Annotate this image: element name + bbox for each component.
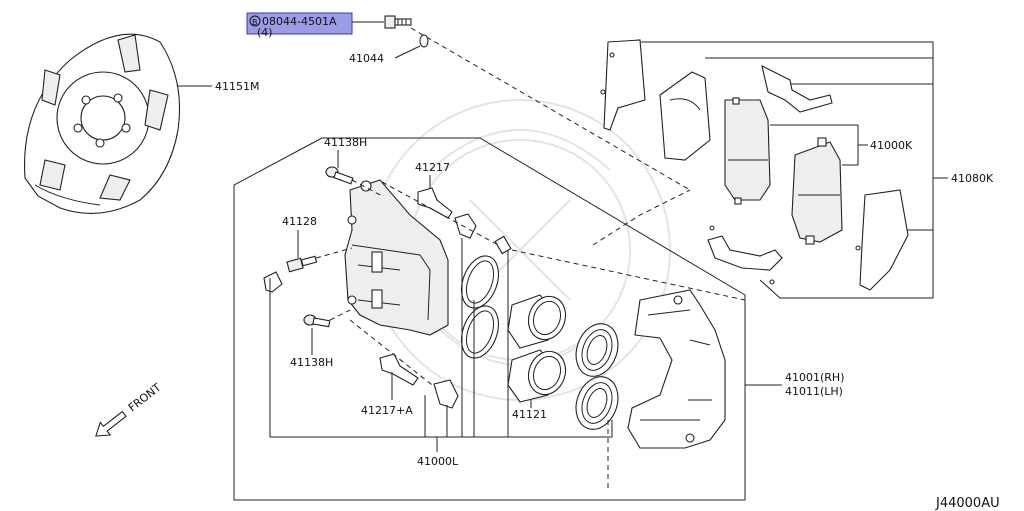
dust-shield[interactable] — [23, 33, 181, 214]
bolt-marker: B — [252, 18, 258, 27]
diagram-code: J44000AU — [935, 496, 1000, 511]
label-41121[interactable]: 41121 — [512, 408, 547, 421]
bleeder-cap[interactable] — [263, 271, 283, 293]
label-41151m[interactable]: 41151M — [215, 80, 259, 93]
outer-shim[interactable] — [600, 39, 646, 131]
label-41000k[interactable]: 41000K — [870, 139, 913, 152]
bolt-marker-circle — [249, 15, 261, 27]
dashline-pad — [592, 189, 691, 246]
inner-shim[interactable] — [659, 71, 711, 161]
bushing-upper[interactable] — [494, 235, 512, 255]
bracket-41000l — [269, 278, 613, 438]
pin-boot-upper[interactable] — [454, 213, 477, 239]
dashline-bleeder — [315, 247, 353, 259]
piston-upper[interactable] — [507, 291, 571, 349]
leader-41044 — [394, 45, 421, 59]
label-41128[interactable]: 41128 — [282, 215, 317, 228]
piston-seal-lower[interactable] — [455, 301, 505, 363]
label-41044[interactable]: 41044 — [349, 52, 384, 65]
pad-clip-lower[interactable] — [707, 225, 783, 285]
caliper-bolt-upper[interactable] — [325, 166, 354, 185]
label-41000l[interactable]: 41000L — [417, 455, 459, 468]
caliper-bolt-lower[interactable] — [303, 314, 331, 328]
caliper-support[interactable] — [627, 289, 726, 449]
dust-boot-upper[interactable] — [569, 318, 625, 382]
brake-pad-inner[interactable] — [791, 137, 843, 245]
pin-boot-lower[interactable] — [433, 379, 459, 409]
label-41217[interactable]: 41217 — [415, 161, 450, 174]
dust-boot-lower[interactable] — [569, 371, 625, 435]
label-41011[interactable]: 41011(LH) — [785, 385, 843, 398]
brake-pad-outer[interactable] — [724, 97, 771, 205]
dashline-pin-lower — [349, 319, 437, 389]
dashline-bolt-lower — [329, 309, 351, 321]
bleeder-screw[interactable] — [286, 255, 318, 273]
label-41138h-bottom[interactable]: 41138H — [290, 356, 333, 369]
label-41138h-top[interactable]: 41138H — [324, 136, 367, 149]
piston-lower[interactable] — [507, 346, 571, 403]
washer[interactable] — [419, 34, 429, 48]
dashline-bolt-upper — [351, 179, 383, 197]
guide-pin-upper[interactable] — [417, 187, 453, 219]
dashline-pin-upper — [381, 181, 501, 247]
front-label: FRONT — [126, 381, 164, 415]
bracket-caliper-group — [233, 137, 746, 501]
label-41080k[interactable]: 41080K — [951, 172, 994, 185]
highlight-box[interactable] — [246, 12, 353, 35]
dashline-bolt — [410, 27, 691, 191]
bracket-41080k — [641, 41, 934, 299]
mounting-bolt[interactable] — [384, 15, 412, 29]
label-41217a[interactable]: 41217+A — [361, 404, 413, 417]
front-arrow-icon — [95, 410, 127, 437]
bolt-quantity: (4) — [257, 26, 273, 39]
label-41001[interactable]: 41001(RH) — [785, 371, 845, 384]
dashline-center — [511, 249, 746, 301]
piston-seal-upper[interactable] — [455, 251, 505, 313]
inner-shim-lower[interactable] — [855, 189, 909, 291]
bolt-part-number[interactable]: 08044-4501A — [262, 15, 337, 28]
pad-clip-upper[interactable] — [761, 64, 833, 113]
guide-pin-lower[interactable] — [379, 353, 419, 386]
